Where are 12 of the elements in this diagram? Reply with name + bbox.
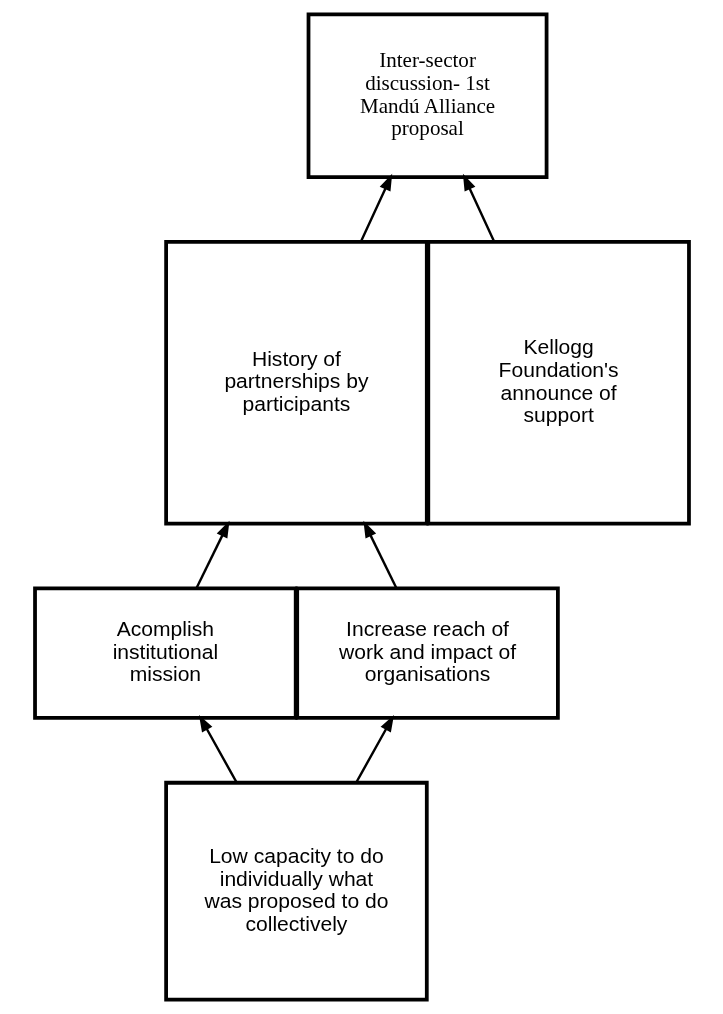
node-box: Inter-sector discussion- 1st Mandú Alliance proposal: [306, 12, 548, 179]
node-box: Low capacity to do individually what was proposed to do collectively: [163, 780, 429, 1002]
arrow: [359, 173, 392, 243]
arrow: [462, 173, 495, 243]
arrow: [354, 714, 394, 784]
node-box: History of partnerships by participants: [163, 239, 429, 526]
arrow: [194, 520, 229, 589]
node-box: Acomplish institutional mission: [32, 586, 298, 720]
arrow: [198, 714, 238, 784]
node-box: Kellogg Foundation's announce of support: [425, 239, 691, 526]
node-box: Increase reach of work and impact of organisations: [294, 586, 560, 720]
arrow: [362, 520, 398, 589]
